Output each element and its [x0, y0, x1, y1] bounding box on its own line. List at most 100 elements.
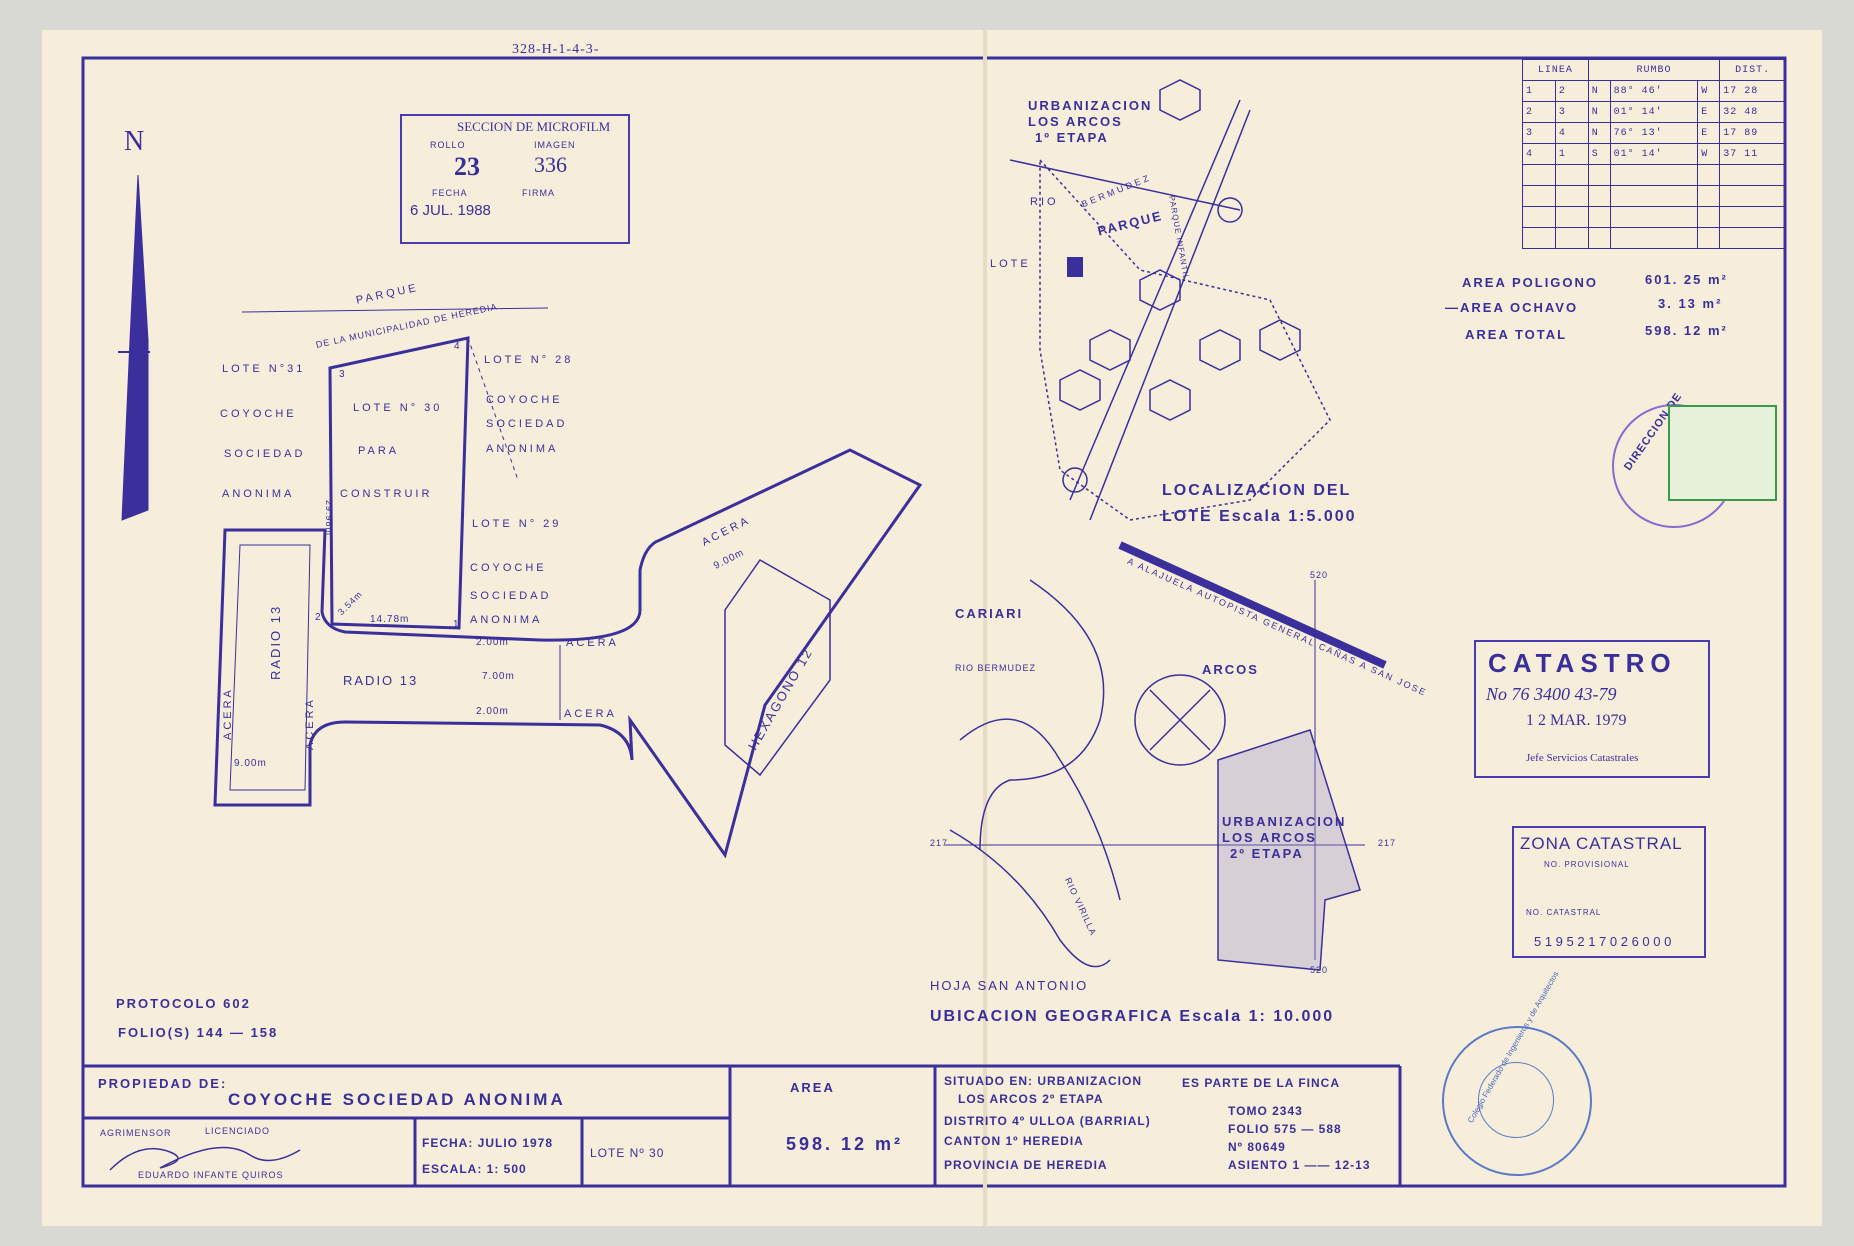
th-rumbo: RUMBO	[1587, 59, 1721, 81]
rollo-label: ROLLO	[430, 140, 466, 150]
propiedad-label: PROPIEDAD DE:	[98, 1076, 228, 1091]
table-cell	[1554, 227, 1589, 249]
radio-13-vertical: RADIO 13	[268, 604, 283, 680]
catastro-title: CATASTRO	[1488, 648, 1677, 678]
lote-29-owner: COYOCHE	[470, 562, 547, 574]
lote-marker	[1067, 257, 1083, 277]
zona-catastral-stamp: ZONA CATASTRAL NO. PROVISIONAL NO. CATAS…	[1512, 826, 1706, 958]
para-label: PARA	[358, 445, 400, 457]
radio-13-horizontal: RADIO 13	[343, 673, 419, 688]
table-cell	[1697, 206, 1721, 228]
coord-217-left: 217	[930, 838, 949, 848]
licenciado-label: LICENCIADO	[205, 1126, 271, 1136]
table-cell: 3	[1554, 101, 1589, 123]
zona-title: ZONA CATASTRAL	[1520, 834, 1683, 853]
imagen-label: IMAGEN	[534, 140, 576, 150]
table-cell: N	[1587, 101, 1611, 123]
dim-2-00-upper: 2.00m	[476, 637, 509, 648]
table-cell: 17 28	[1719, 80, 1786, 102]
north-label: N	[124, 126, 145, 157]
acera-right: ACERA	[304, 697, 316, 750]
agrimensor-label: AGRIMENSOR	[100, 1128, 172, 1138]
lote-29-anonima: ANONIMA	[470, 614, 543, 626]
loc-rio: RIO	[1030, 196, 1059, 208]
lote-29-label: LOTE N° 29	[472, 518, 562, 530]
dim-2-00-lower: 2.00m	[476, 706, 509, 717]
distrito: DISTRITO 4º ULLOA (BARRIAL)	[944, 1114, 1151, 1128]
loc-lote: LOTE	[990, 258, 1031, 270]
zona-catastral-label: NO. CATASTRAL	[1526, 908, 1602, 917]
table-cell: S	[1587, 143, 1611, 165]
table-cell: 88° 46'	[1609, 80, 1699, 102]
ubi-hoja: HOJA SAN ANTONIO	[930, 978, 1089, 993]
table-cell	[1554, 164, 1589, 186]
loc-urbanizacion: URBANIZACION	[1028, 98, 1153, 113]
microfilm-stamp: SECCION DE MICROFILM ROLLO 23 IMAGEN 336…	[400, 114, 630, 244]
lote-31-anonima: ANONIMA	[222, 488, 295, 500]
ubi-rio-bermudez: RIO BERMUDEZ	[955, 663, 1037, 673]
table-cell	[1719, 206, 1786, 228]
microfilm-title: SECCION DE MICROFILM	[457, 119, 611, 134]
area-poligono-value: 601. 25 m²	[1645, 272, 1728, 287]
table-cell	[1522, 185, 1556, 207]
table-cell	[1697, 227, 1721, 249]
lote-29-sociedad: SOCIEDAD	[470, 590, 552, 602]
fiscal-stamp	[1668, 405, 1777, 501]
catastro-stamp: CATASTRO No 76 3400 43-79 1 2 MAR. 1979 …	[1474, 640, 1710, 778]
dim-9-00: 9.00m	[234, 758, 267, 769]
imagen-value: 336	[534, 152, 567, 177]
table-cell: E	[1697, 122, 1721, 144]
zona-numero: 5 1 9 5 2 1 7 0 2 6 0 0 0	[1534, 934, 1672, 949]
folios: FOLIO(S) 144 — 158	[118, 1025, 279, 1040]
table-cell	[1719, 164, 1786, 186]
fecha-value: 6 JUL. 1988	[410, 202, 491, 219]
table-cell	[1697, 185, 1721, 207]
coord-520-bottom: 520	[1310, 965, 1329, 975]
lote-31-owner: COYOCHE	[220, 408, 297, 420]
table-cell: W	[1697, 143, 1721, 165]
escala-label: ESCALA: 1: 500	[422, 1162, 527, 1176]
table-cell	[1587, 185, 1611, 207]
lote-30-polygon	[328, 336, 470, 630]
area-total-label: AREA TOTAL	[1465, 327, 1568, 342]
los-arcos-2-etapa-area	[1217, 729, 1361, 971]
finca-label: ES PARTE DE LA FINCA	[1182, 1076, 1341, 1090]
lote-28-label: LOTE N° 28	[484, 354, 574, 366]
table-cell: 37 11	[1719, 143, 1786, 165]
lote-31-label: LOTE N°31	[222, 363, 306, 375]
firma-label: FIRMA	[522, 188, 555, 198]
zona-provisional: NO. PROVISIONAL	[1544, 860, 1630, 869]
agrimensor-nombre: EDUARDO INFANTE QUIROS	[138, 1170, 284, 1180]
situado-etapa: LOS ARCOS 2º ETAPA	[958, 1092, 1104, 1106]
asiento: ASIENTO 1 —— 12-13	[1228, 1158, 1371, 1172]
ubi-cariari: CARIARI	[955, 606, 1024, 621]
finca-numero: Nº 80649	[1228, 1140, 1286, 1154]
ubicacion-title: UBICACION GEOGRAFICA Escala 1: 10.000	[930, 1008, 1335, 1025]
area-ochavo-label: —AREA OCHAVO	[1445, 300, 1579, 315]
lote-31-sociedad: SOCIEDAD	[224, 448, 306, 460]
colegio-seal: Colegio Federado de Ingenieros y de Arqu…	[1442, 970, 1592, 1176]
localizacion-title-2: LOTE Escala 1:5.000	[1162, 508, 1357, 525]
point-1: 1	[453, 619, 460, 630]
lote-28-anonima: ANONIMA	[486, 443, 559, 455]
localizacion-inset-lines	[1009, 79, 1331, 521]
ubi-etapa-2: 2º ETAPA	[1230, 846, 1304, 861]
area-ochavo-value: 3. 13 m²	[1658, 296, 1723, 311]
table-cell	[1609, 206, 1699, 228]
table-cell	[1719, 227, 1786, 249]
dim-14-78: 14.78m	[370, 614, 410, 625]
table-cell	[1609, 164, 1699, 186]
th-linea: LINEA	[1522, 59, 1589, 81]
area-label: AREA	[790, 1080, 835, 1095]
table-cell	[1522, 164, 1556, 186]
table-cell	[1719, 185, 1786, 207]
fecha-label: FECHA	[432, 188, 468, 198]
table-cell: 4	[1554, 122, 1589, 144]
table-cell: 32 48	[1719, 101, 1786, 123]
table-cell: 2	[1554, 80, 1589, 102]
situado-en: SITUADO EN: URBANIZACION	[944, 1074, 1142, 1088]
table-cell: 17 89	[1719, 122, 1786, 144]
area-poligono-label: AREA POLIGONO	[1462, 275, 1599, 290]
